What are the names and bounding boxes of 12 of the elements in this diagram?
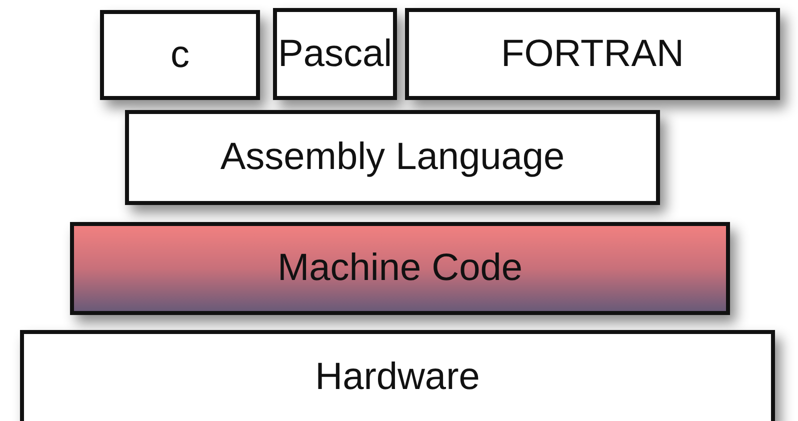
layer-box xyxy=(273,8,397,100)
layer-box xyxy=(405,8,780,100)
layer-label: FORTRAN xyxy=(501,32,684,76)
layer-label: Assembly Language xyxy=(220,136,565,179)
layer-label: Hardware xyxy=(315,356,480,399)
layer-label: Pascal xyxy=(278,32,392,76)
layer-box xyxy=(70,222,730,315)
layer-box xyxy=(100,10,260,100)
layer-box xyxy=(125,110,660,205)
layer-label: Machine Code xyxy=(277,247,523,290)
layer-label: c xyxy=(170,34,190,76)
layer-box xyxy=(20,330,775,421)
